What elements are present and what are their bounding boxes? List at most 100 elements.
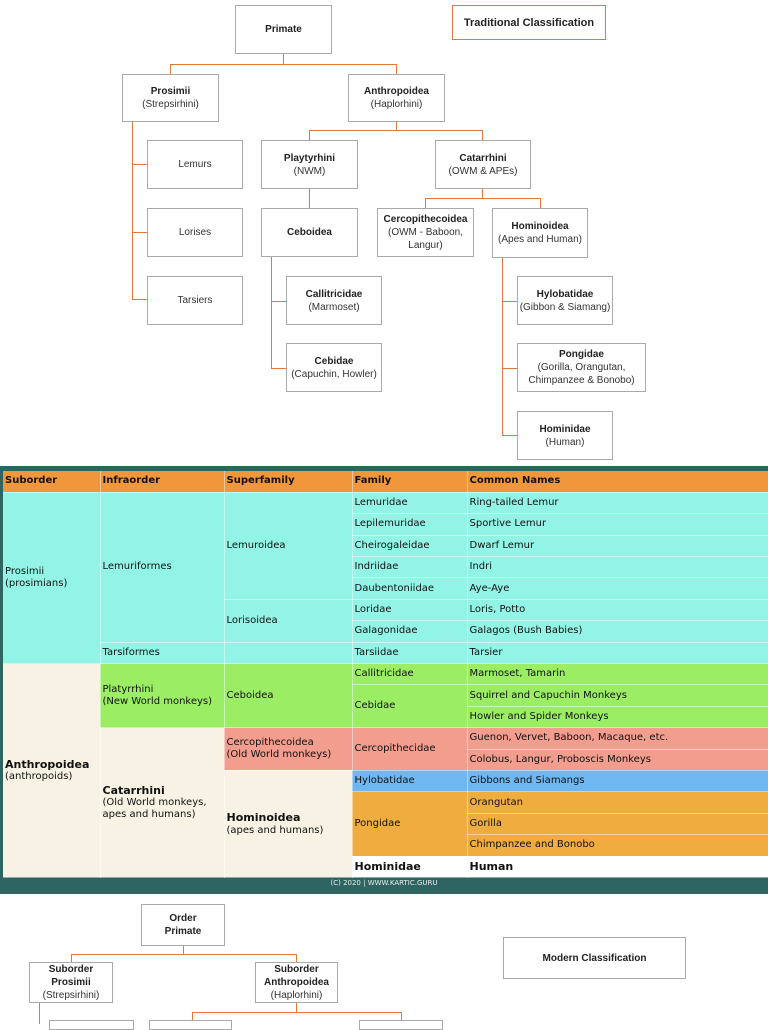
cell-subtext: (New World monkeys) — [102, 695, 213, 707]
cell-subtext: (Old World monkeys) — [226, 749, 332, 761]
table-row: Galagonidae Galagos (Bush Babies) — [3, 620, 768, 643]
infraorder-cell: Catarrhini (Old World monkeys, apes and … — [100, 727, 225, 878]
diagram-title: Traditional Classification — [463, 16, 595, 29]
node-subtitle: (Apes and Human) — [498, 234, 582, 245]
pongidae-node: Pongidae (Gorilla, Orangutan, Chimpanzee… — [517, 343, 646, 392]
table-row: Pongidae Orangutan — [3, 791, 768, 857]
node-title: Pongidae — [558, 349, 604, 360]
common-name-cell: Dwarf Lemur — [467, 535, 768, 558]
common-name-cell: Galagos (Bush Babies) — [467, 620, 768, 643]
common-name-cell: Loris, Potto — [467, 599, 768, 622]
node-subtitle: Chimpanzee & Bonobo) — [528, 375, 635, 386]
family-cell: Cebidae — [352, 684, 468, 729]
connector — [132, 122, 133, 300]
node-title: Cercopithecoidea — [383, 214, 468, 225]
node-subtitle: (NWM) — [293, 165, 326, 177]
common-name-cell: Gibbons and Siamangs — [467, 770, 768, 793]
diagram-title: Modern Classification — [542, 952, 647, 964]
connector — [425, 198, 541, 199]
table-row: Lepilemuridae Sportive Lemur — [3, 513, 768, 536]
common-name-cell: Marmoset, Tamarin — [467, 663, 768, 686]
connector — [425, 198, 426, 208]
common-name-cell: Tarsier — [467, 642, 768, 665]
ceboidea-node: Ceboidea — [261, 208, 358, 257]
connector — [296, 1003, 297, 1012]
suborder-anthropoidea-node: Suborder Anthropoidea (Haplorhini) — [255, 962, 338, 1003]
table-row: Indriidae Indri — [3, 556, 768, 579]
hominidae-node: Hominidae (Human) — [517, 411, 613, 460]
suborder-prosimii-node: Suborder Prosimii (Strepsirhini) — [29, 962, 113, 1003]
node-title: Ceboidea — [286, 227, 332, 238]
node-title: Prosimii — [51, 977, 91, 988]
column-header: Family — [352, 471, 468, 493]
column-header: Suborder — [3, 471, 101, 493]
family-cell: Hominidae — [352, 856, 468, 878]
connector — [502, 368, 517, 369]
table-header-row: Suborder Infraorder Superfamily Family C… — [3, 471, 768, 493]
connector — [132, 164, 147, 165]
traditional-classification-label: Traditional Classification — [452, 5, 606, 40]
node-title: Hominoidea — [511, 221, 569, 232]
node-subtitle: (Haplorhini) — [370, 99, 423, 110]
node-subtitle: (Strepsirhini) — [42, 990, 100, 1001]
cell-subtext: apes and humans) — [102, 809, 196, 821]
table-row: Gorilla — [3, 813, 768, 836]
node-title: Tarsiers — [177, 295, 213, 306]
table-row: Howler and Spider Monkeys — [3, 706, 768, 729]
connector — [71, 954, 297, 955]
family-cell: Hylobatidae — [352, 770, 468, 793]
table-row: Chimpanzee and Bonobo — [3, 834, 768, 857]
connector — [192, 1012, 193, 1024]
connector — [396, 122, 397, 131]
node-title: Cebidae — [314, 355, 354, 367]
cell-subtext: (anthropoids) — [5, 771, 73, 783]
connector — [482, 130, 483, 140]
superfamily-cell: Lemuroidea — [224, 492, 353, 600]
node-title: Lorises — [178, 227, 212, 238]
table-row: Anthropoidea (anthropoids) Platyrrhini (… — [3, 663, 768, 878]
cell-text: Prosimii — [5, 565, 45, 577]
family-cell: Pongidae — [352, 791, 468, 857]
infraorder-cell: Lemuriformes — [100, 492, 225, 643]
node-title: Prosimii — [150, 86, 191, 97]
column-header: Infraorder — [100, 471, 225, 493]
superfamily-cell: Lorisoidea — [224, 599, 353, 643]
cercopithecoidea-node: Cercopithecoidea (OWM - Baboon, Langur) — [377, 208, 474, 257]
connector — [502, 258, 503, 436]
node-subtitle: (OWM - Baboon, — [387, 227, 464, 238]
node-subtitle: (OWM & APEs) — [448, 165, 518, 177]
node-subtitle: (Marmoset) — [308, 301, 360, 313]
node-title: Primate — [164, 926, 202, 937]
node-subtitle: Langur) — [408, 240, 443, 251]
cell-text: Hominoidea — [226, 811, 301, 825]
node-title: Suborder — [274, 964, 319, 975]
node-subtitle: (Gibbon & Siamang) — [519, 301, 611, 313]
hylobatidae-node: Hylobatidae (Gibbon & Siamang) — [517, 276, 613, 325]
connector — [271, 301, 286, 302]
table-row: Hominoidea (apes and humans) Hylobatidae… — [3, 770, 768, 878]
callitricidae-node: Callitricidae (Marmoset) — [286, 276, 382, 325]
prosimii-node: Prosimii (Strepsirhini) — [122, 74, 219, 122]
order-primate-node: Order Primate — [141, 904, 225, 946]
primate-node: Primate — [235, 5, 332, 54]
common-name-cell: Colobus, Langur, Proboscis Monkeys — [467, 749, 768, 771]
node-title: Lemurs — [178, 159, 212, 170]
connector — [170, 64, 171, 74]
anthropoidea-node: Anthropoidea (Haplorhini) — [348, 74, 445, 122]
node-subtitle: (Haplorhini) — [270, 990, 323, 1001]
family-cell: Tarsiidae — [352, 642, 468, 665]
node-title: Order — [169, 913, 197, 924]
partial-node — [359, 1020, 443, 1030]
family-cell: Galagonidae — [352, 620, 468, 643]
family-cell: Callitricidae — [352, 663, 468, 686]
common-name-cell: Human — [467, 856, 768, 878]
table-row: Lorisoidea Loridae Loris, Potto — [3, 599, 768, 643]
connector — [170, 64, 397, 65]
connector — [192, 1012, 402, 1013]
common-name-cell: Indri — [467, 556, 768, 579]
connector — [309, 189, 310, 208]
family-cell: Lepilemuridae — [352, 513, 468, 536]
connector — [71, 954, 72, 962]
node-title: Anthropoidea — [364, 86, 429, 97]
common-name-cell: Howler and Spider Monkeys — [467, 706, 768, 729]
